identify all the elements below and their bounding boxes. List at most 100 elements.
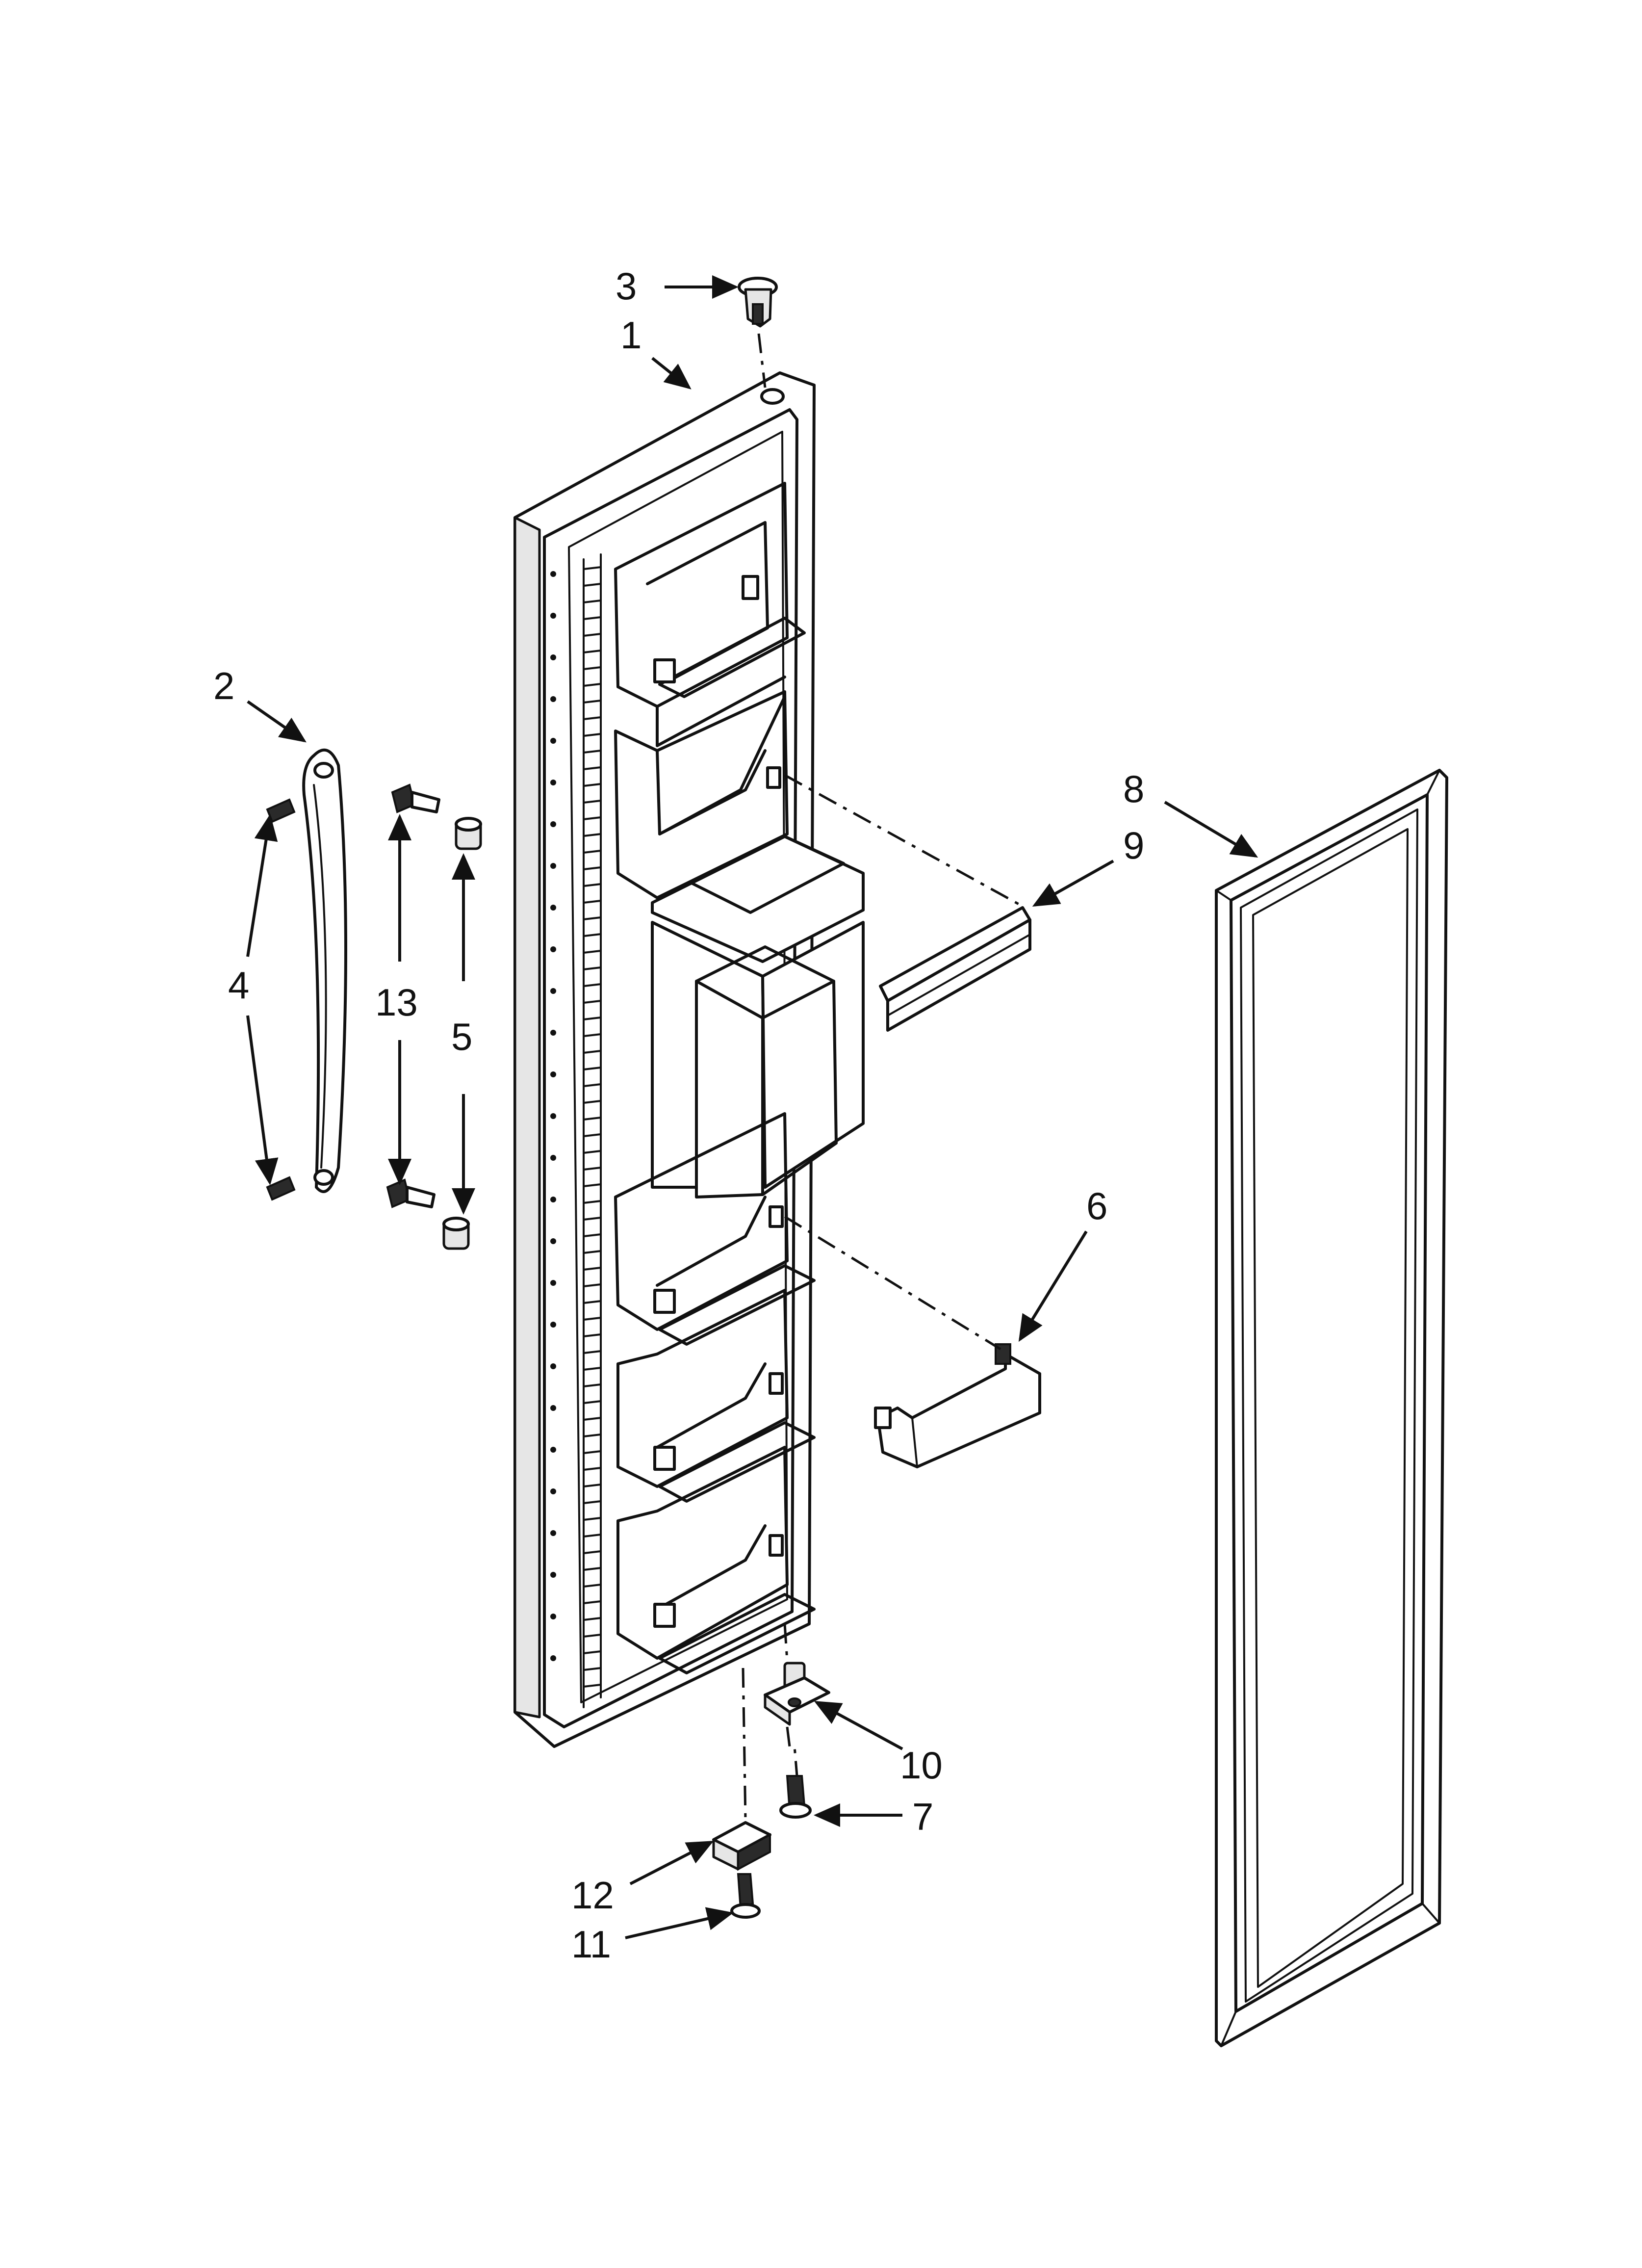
strip-tick — [583, 1100, 602, 1104]
trim-strip-part-9 — [784, 774, 1031, 1032]
screw-part-7 — [779, 1775, 812, 1819]
strip-tick — [583, 1300, 602, 1304]
rivet — [550, 1530, 556, 1536]
strip-tick — [583, 1017, 602, 1020]
strip-tick — [583, 566, 602, 570]
strip-tick — [583, 950, 602, 954]
strip-tick — [583, 1117, 602, 1121]
door-assembly — [513, 371, 865, 1748]
hinge-part-10 — [764, 1623, 830, 1776]
strip-tick — [583, 600, 602, 603]
strip-tick — [583, 1450, 602, 1454]
strip-tick — [583, 716, 602, 720]
strip-tick — [583, 733, 602, 737]
strip-tick — [583, 1500, 602, 1504]
strip-tick — [583, 1133, 602, 1137]
strip-tick — [583, 1217, 602, 1221]
strip-tick — [583, 1467, 602, 1471]
strip-tick — [583, 966, 602, 970]
lower-shelf-3 — [616, 1446, 816, 1674]
rivet — [550, 1655, 556, 1661]
strip-tick — [583, 1083, 602, 1087]
strip-tick — [583, 983, 602, 987]
lower-shelf-2 — [616, 1289, 816, 1503]
callout-labels: 3 1 2 4 13 5 8 9 6 10 7 12 11 — [213, 264, 1144, 1966]
strip-tick — [583, 900, 602, 904]
rivet — [550, 696, 556, 702]
strip-tick — [583, 1383, 602, 1387]
strip-tick — [583, 1317, 602, 1321]
door-rivets — [550, 571, 556, 1661]
gasket-part-8 — [1215, 769, 1448, 2047]
rivet — [550, 1030, 556, 1036]
second-pocket — [614, 690, 789, 899]
callout-9: 9 — [1123, 824, 1144, 867]
strip-tick — [583, 883, 602, 887]
strip-tick — [583, 1150, 602, 1154]
callout-7: 7 — [912, 1795, 933, 1838]
strip-tick — [583, 1200, 602, 1204]
rivet — [550, 1572, 556, 1578]
strip-tick — [583, 1600, 602, 1604]
strip-tick — [583, 1517, 602, 1521]
strip-tick — [583, 1183, 602, 1187]
strip-tick — [583, 650, 602, 653]
screw-part-13-top — [391, 783, 440, 813]
strip-tick — [583, 1250, 602, 1254]
rivet — [550, 571, 556, 577]
strip-tick — [583, 1283, 602, 1287]
strip-tick — [583, 1333, 602, 1337]
callout-8: 8 — [1123, 767, 1144, 810]
callout-13: 13 — [375, 981, 418, 1024]
rivet — [550, 1238, 556, 1244]
rivet — [550, 613, 556, 619]
rivet — [550, 1405, 556, 1411]
strip-tick — [583, 1484, 602, 1487]
strip-tick — [583, 1400, 602, 1404]
door-bin-part-6 — [784, 1215, 1041, 1468]
dispenser-housing — [651, 835, 865, 1199]
rivet — [550, 1071, 556, 1077]
rivet — [550, 1113, 556, 1119]
callout-12: 12 — [571, 1874, 614, 1917]
strip-tick — [583, 933, 602, 937]
rivet — [550, 988, 556, 994]
rivet — [550, 654, 556, 660]
strip-tick — [583, 783, 602, 787]
rivet — [550, 905, 556, 911]
strip-tick — [583, 633, 602, 637]
bracket-part-12 — [712, 1668, 771, 1871]
strip-tick — [583, 1534, 602, 1538]
strip-tick — [583, 766, 602, 770]
callout-1: 1 — [620, 313, 641, 357]
strip-tick — [583, 1684, 602, 1688]
top-shelf-frame — [614, 482, 806, 747]
plug-part-3 — [738, 277, 778, 388]
rivet — [550, 1488, 556, 1494]
callout-10: 10 — [900, 1744, 943, 1787]
leader-arrows — [246, 275, 1258, 1939]
rivet — [550, 1363, 556, 1369]
callout-3: 3 — [616, 264, 637, 308]
callout-4: 4 — [228, 964, 249, 1007]
strip-tick — [583, 1634, 602, 1638]
strip-tick — [583, 1167, 602, 1171]
strip-tick — [583, 616, 602, 620]
strip-tick — [583, 583, 602, 587]
callout-5: 5 — [451, 1015, 472, 1058]
strip-tick — [583, 1033, 602, 1037]
strip-tick — [583, 1650, 602, 1654]
spacer-part-5-bottom — [442, 1217, 470, 1250]
rivet — [550, 1280, 556, 1286]
rivet — [550, 1322, 556, 1328]
strip-tick — [583, 1567, 602, 1571]
strip-tick — [583, 666, 602, 670]
strip-tick — [583, 1417, 602, 1421]
strip-tick — [583, 1233, 602, 1237]
callout-6: 6 — [1086, 1184, 1107, 1227]
callout-11: 11 — [571, 1923, 611, 1966]
strip-tick — [583, 850, 602, 854]
door-top-hole — [760, 388, 785, 405]
strip-tick — [583, 1550, 602, 1554]
